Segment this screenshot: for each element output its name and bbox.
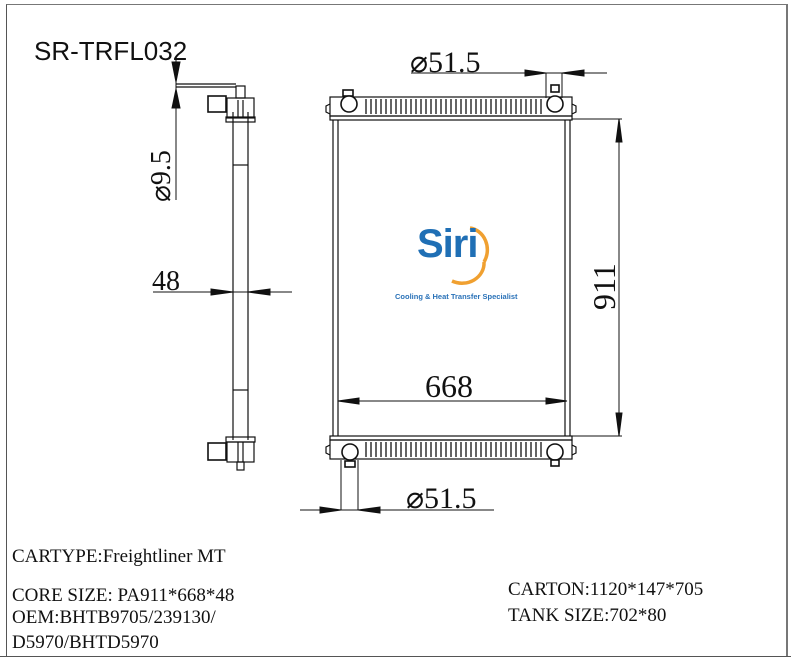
dim-48 [153,288,292,296]
dim-51-5-top [411,69,607,98]
front-view [325,96,577,460]
dim-9-5 [171,60,181,200]
part-number: SR-TRFL032 [34,36,188,66]
logo-swoosh [451,226,490,285]
top-tank-fins [365,99,542,114]
bottom-rule [0,656,791,657]
bottom-tank-fins [365,442,542,457]
core-size-text: CORE SIZE: PA911*668*48 [12,585,235,606]
dim-label-48: 48 [152,266,180,297]
oem-line1-text: OEM:BHTB9705/239130/ [12,607,216,628]
pipe-fittings [340,84,564,468]
dim-51-5-bottom [300,460,494,514]
drawing-frame [6,4,788,657]
dim-label-51-5-top: ⌀51.5 [410,46,481,79]
dim-668 [337,397,568,405]
dim-label-668: 668 [425,368,473,404]
dim-label-51-5-bottom: ⌀51.5 [406,482,477,515]
dim-label-911: 911 [586,263,622,310]
dim-911 [572,118,623,437]
carton-text: CARTON:1120*147*705 [508,579,704,600]
side-view [176,83,256,471]
logo-brand: Siri [417,222,478,266]
oem-line2-text: D5970/BHTD5970 [12,632,159,653]
dim-label-9-5: ⌀9.5 [146,150,177,202]
logo-tagline: Cooling & Heat Transfer Specialist [395,292,518,301]
tank-size-text: TANK SIZE:702*80 [508,605,667,626]
cartype-text: CARTYPE:Freightliner MT [12,546,226,567]
siri-logo: Siri Cooling & Heat Transfer Specialist [395,222,540,302]
